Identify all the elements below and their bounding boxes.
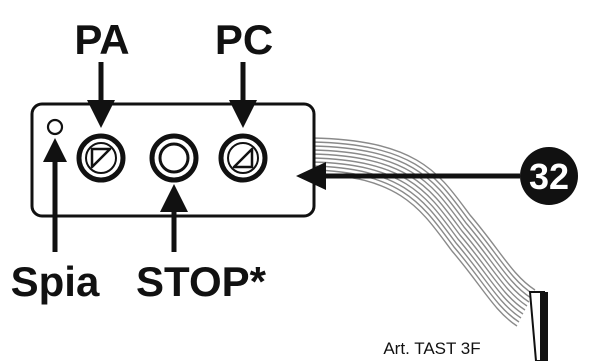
indicator-led-icon: [46, 118, 64, 136]
close-triangle-icon[interactable]: [218, 133, 268, 183]
ribbon-cable: [311, 137, 536, 327]
stop-circle-icon[interactable]: [149, 133, 199, 183]
label-stop: STOP*: [136, 258, 267, 305]
pointer-arrows: [43, 62, 520, 252]
callout-badge: [520, 147, 578, 205]
callout-number: 32: [529, 156, 569, 197]
label-spia: Spia: [11, 258, 100, 305]
label-pc: PC: [215, 16, 273, 63]
open-triangle-icon[interactable]: [76, 133, 126, 183]
label-pa: PA: [74, 16, 129, 63]
label-article: Art. TAST 3F: [383, 339, 480, 358]
cable-connector: [528, 291, 548, 361]
